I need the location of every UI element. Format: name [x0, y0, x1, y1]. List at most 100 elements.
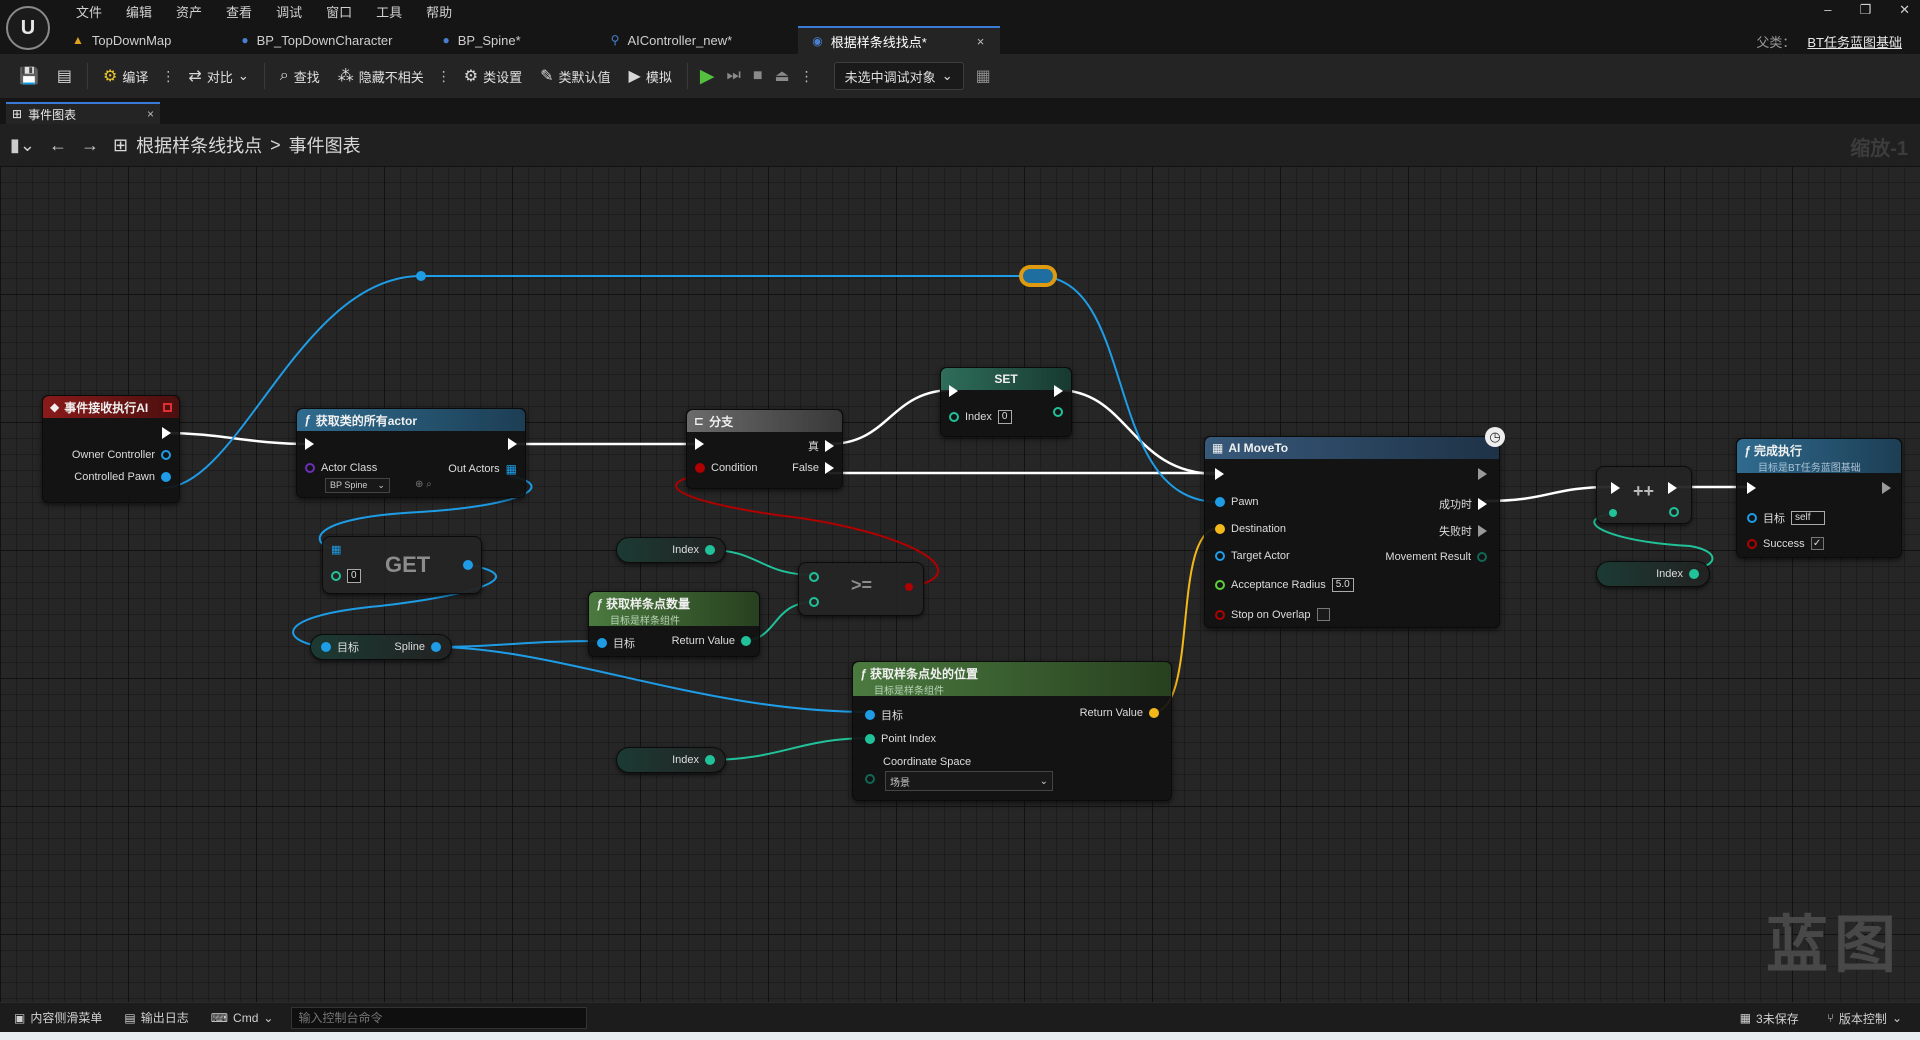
pin-exec-out[interactable] [1882, 482, 1891, 494]
browse-button[interactable]: ▤ [48, 61, 81, 91]
parent-class-link[interactable]: BT任务蓝图基础 [1807, 35, 1902, 50]
event-receive-execute-ai-node[interactable]: ◆ 事件接收执行AI Owner Controller Controlled P… [42, 395, 180, 503]
unreal-logo-icon[interactable]: U [6, 6, 50, 50]
target-input[interactable]: self [1791, 511, 1825, 525]
save-button[interactable]: 💾 [10, 61, 48, 91]
increment-node[interactable]: ++ [1596, 466, 1692, 524]
tab-event-graph[interactable]: ⊞ 事件图表 × [6, 102, 160, 124]
pin-point-index[interactable]: Point Index [865, 733, 936, 745]
pin-pawn[interactable]: Pawn [1215, 496, 1259, 508]
pin-destination[interactable]: Destination [1215, 523, 1286, 535]
pin-on-success[interactable]: 成功时 [1439, 496, 1487, 512]
int-pin-icon[interactable] [809, 572, 819, 582]
pin-index-out[interactable] [1053, 407, 1063, 417]
tab-aicontroller[interactable]: ⚲AIController_new* [596, 26, 749, 54]
cmd-select[interactable]: ⌨Cmd⌄ [210, 1010, 274, 1025]
pin-exec-out[interactable] [162, 427, 171, 439]
coordinate-space-select[interactable]: 场景⌄ [885, 771, 1053, 791]
source-control-button[interactable]: ⑂版本控制⌄ [1826, 1011, 1902, 1026]
enum-pin-icon[interactable] [865, 774, 875, 784]
ai-moveto-node[interactable]: ▦AI MoveTo ◷ Pawn 成功时 Destination 失败时 Ta… [1204, 427, 1505, 628]
exec-pin-icon[interactable] [1611, 482, 1620, 494]
pin-controlled-pawn[interactable]: Controlled Pawn [74, 471, 171, 483]
pin-target-actor[interactable]: Target Actor [1215, 550, 1290, 562]
pin-exec-in[interactable] [1215, 468, 1224, 480]
greater-equal-node[interactable]: >= [798, 562, 924, 616]
class-settings-button[interactable]: ⚙类设置 [463, 68, 523, 85]
close-icon[interactable]: × [146, 107, 154, 121]
pin-exec-in[interactable] [695, 438, 704, 450]
stop-on-overlap-checkbox[interactable] [1316, 608, 1330, 621]
breadcrumb-root[interactable]: 根据样条线找点 [136, 136, 263, 156]
reroute-node-selected[interactable] [1023, 269, 1053, 283]
minimize-button[interactable]: – [1824, 2, 1832, 17]
breadcrumb-leaf[interactable]: 事件图表 [288, 136, 361, 156]
pin-spline[interactable]: Spline [394, 641, 441, 653]
pin-true[interactable]: 真 [808, 438, 834, 454]
output-log-button[interactable]: ▤输出日志 [124, 1010, 189, 1026]
content-drawer-button[interactable]: ▣内容侧滑菜单 [14, 1010, 103, 1026]
pin-return-value[interactable]: Return Value [672, 635, 751, 647]
console-command-input[interactable] [291, 1006, 588, 1029]
index-variable-node[interactable]: Index [1596, 561, 1710, 587]
debug-object-icon[interactable]: ▦ [975, 68, 991, 85]
pin-target[interactable]: 目标 [865, 707, 903, 723]
array-pin-icon[interactable]: ▦ [331, 544, 342, 556]
pin-on-fail[interactable]: 失败时 [1439, 523, 1487, 539]
menu-file[interactable]: 文件 [76, 5, 103, 20]
unsaved-button[interactable]: ▦3未保存 [1739, 1011, 1799, 1026]
find-button[interactable]: ⌕查找 [279, 67, 320, 85]
diff-button[interactable]: ⇄对比⌄ [188, 68, 249, 85]
tab-bp-topdowncharacter[interactable]: ●BP_TopDownCharacter [227, 26, 409, 54]
pin-owner-controller[interactable]: Owner Controller [72, 449, 171, 461]
acceptance-radius-input[interactable]: 5.0 [1331, 578, 1354, 592]
eject-icon[interactable]: ⏏ [774, 68, 790, 85]
pin-out-item[interactable] [463, 560, 473, 570]
graph-canvas[interactable]: ◆ 事件接收执行AI Owner Controller Controlled P… [0, 166, 1920, 1002]
get-spline-point-count-node[interactable]: ƒ 获取样条点数量 目标是样条组件 目标 Return Value [588, 591, 760, 657]
close-icon[interactable]: × [976, 33, 985, 49]
pin-movement-result[interactable]: Movement Result [1385, 551, 1487, 563]
branch-node[interactable]: ⊏分支 真 Condition False [686, 409, 843, 489]
pin-exec-in[interactable] [949, 385, 958, 397]
pin-exec-out[interactable] [508, 438, 517, 450]
menu-asset[interactable]: 资产 [176, 5, 203, 20]
pin-exec-in[interactable] [305, 438, 314, 450]
compile-button[interactable]: ⚙编译 [103, 68, 149, 85]
int-pin-icon[interactable] [1669, 507, 1679, 517]
pin-success[interactable]: Success✓ [1747, 537, 1824, 550]
menu-debug[interactable]: 调试 [276, 5, 303, 20]
reroute-node[interactable] [416, 271, 426, 281]
int-pin-icon[interactable] [705, 545, 715, 555]
spline-variable-node[interactable]: 目标 Spline [310, 634, 452, 660]
pin-exec-in[interactable] [1747, 482, 1756, 494]
success-checkbox[interactable]: ✓ [1810, 537, 1824, 550]
pin-false[interactable]: False [792, 462, 834, 474]
int-pin-icon[interactable] [809, 597, 819, 607]
int-pin-icon[interactable] [1609, 509, 1617, 517]
play-icon[interactable]: ▶ [699, 65, 715, 87]
array-get-node[interactable]: ▦ GET 0 [322, 536, 482, 594]
pin-exec-out[interactable] [1478, 468, 1487, 480]
pin-stop-on-overlap[interactable]: Stop on Overlap [1215, 608, 1330, 621]
forward-icon[interactable]: → [81, 134, 99, 155]
menu-window[interactable]: 窗口 [326, 5, 353, 20]
int-pin-icon[interactable] [1689, 569, 1699, 579]
tab-find-point-on-spline[interactable]: ◉根据样条线找点*× [798, 26, 1001, 54]
pin-index[interactable]: 0 [331, 569, 361, 583]
pin-exec-out[interactable] [1054, 385, 1063, 397]
close-window-button[interactable]: ✕ [1899, 2, 1910, 17]
pin-actor-class[interactable]: Actor Class [305, 462, 377, 474]
menu-view[interactable]: 查看 [226, 5, 253, 20]
index-variable-node[interactable]: Index [616, 537, 726, 563]
exec-pin-icon[interactable] [1668, 482, 1677, 494]
bookmark-icon[interactable]: ▮⌄ [10, 134, 35, 155]
pin-target[interactable]: 目标 [321, 639, 359, 655]
menu-tools[interactable]: 工具 [376, 5, 403, 20]
pin-target[interactable]: 目标 [597, 635, 635, 651]
